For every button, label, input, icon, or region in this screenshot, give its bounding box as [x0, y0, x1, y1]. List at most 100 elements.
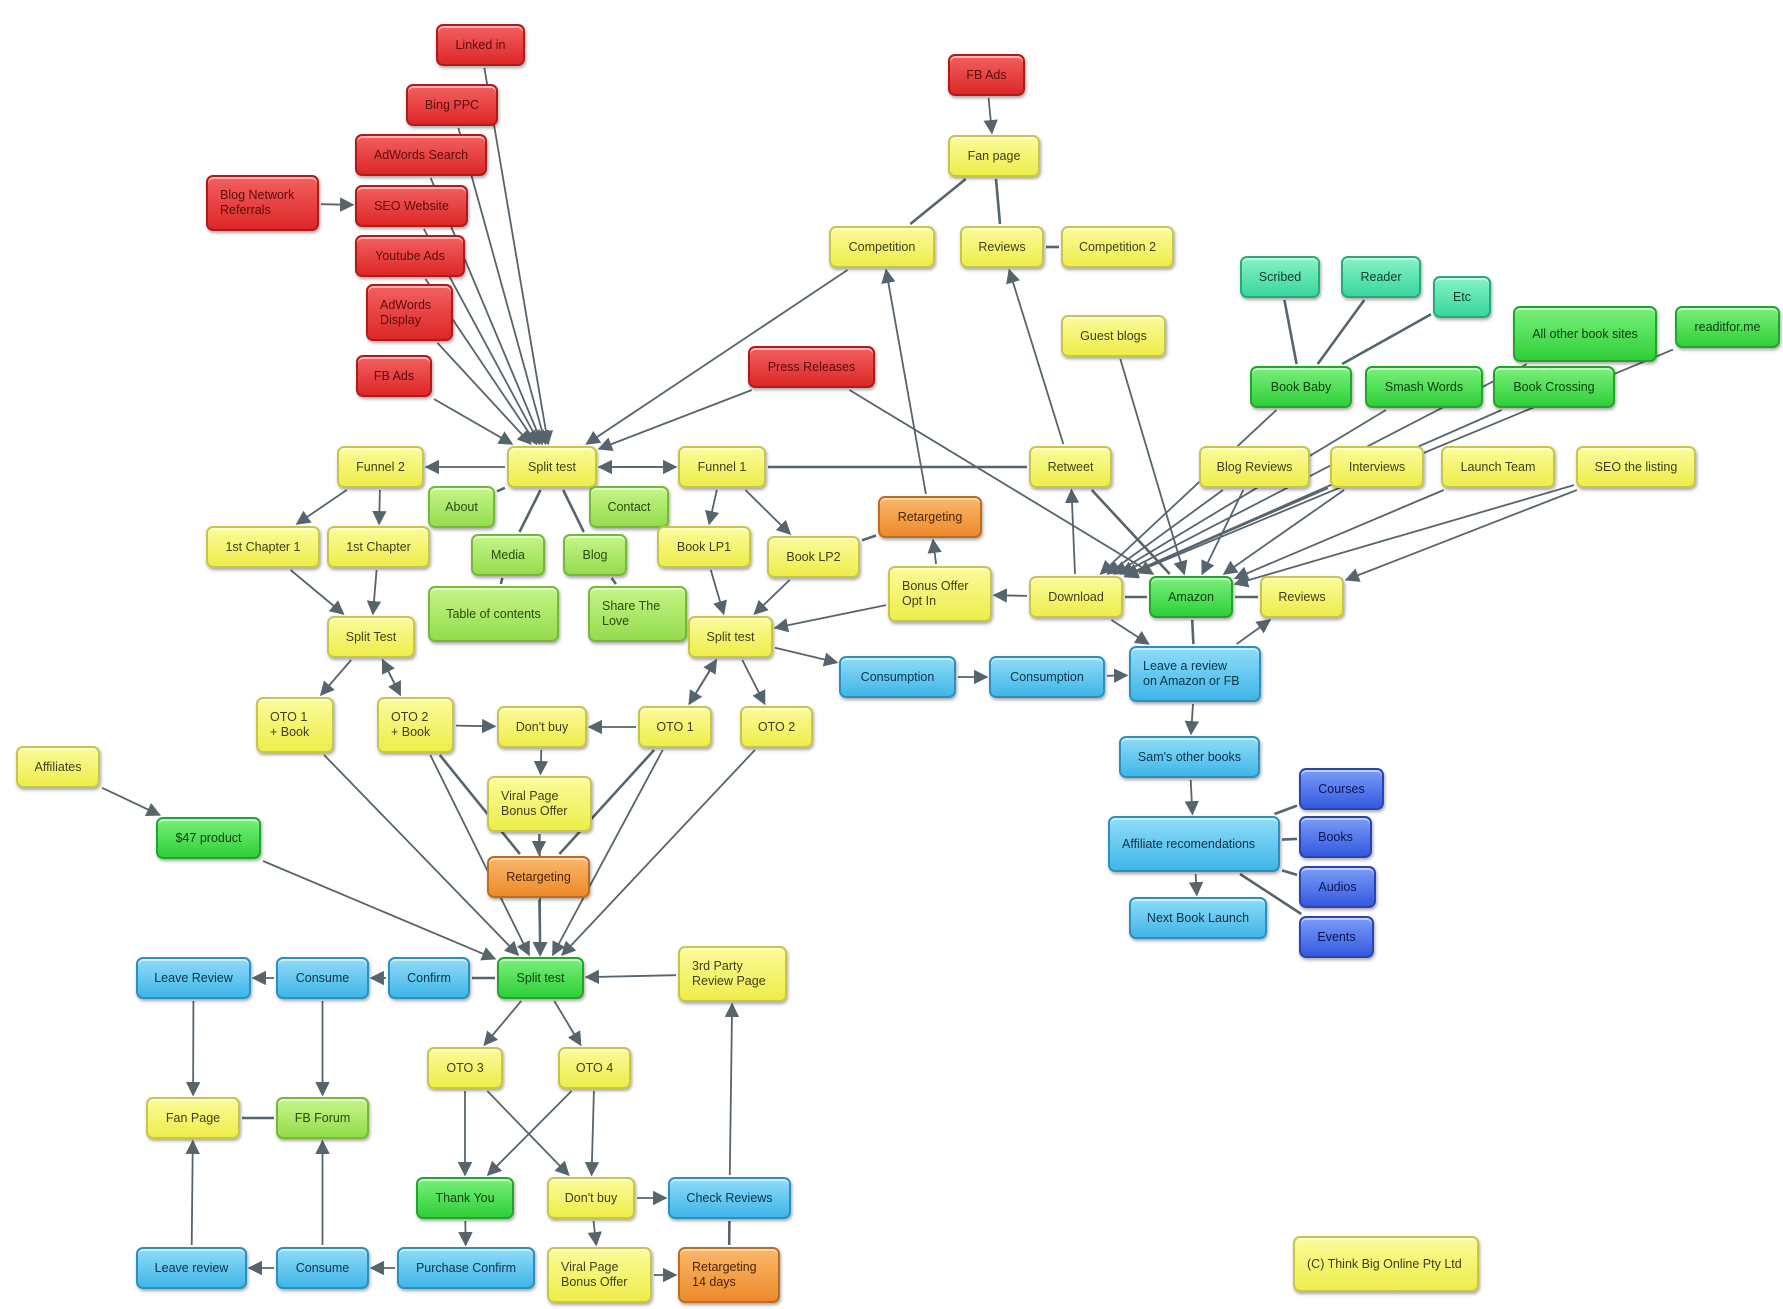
node-split-left[interactable]: Split Test: [327, 616, 415, 658]
node-adwords-display[interactable]: AdWords Display: [366, 284, 453, 341]
node-thank-you[interactable]: Thank You: [416, 1177, 514, 1219]
node-reader[interactable]: Reader: [1341, 256, 1421, 298]
node-oto2[interactable]: OTO 2: [740, 706, 813, 748]
node-audios[interactable]: Audios: [1299, 866, 1376, 908]
edge-retweet-to-amazon: [1090, 489, 1171, 575]
node-retargeting-top[interactable]: Retargeting: [878, 496, 982, 538]
edge-seo_listing-to-reviews_right: [1344, 489, 1578, 582]
node-blog-network[interactable]: Blog Network Referrals: [206, 175, 319, 231]
node-table-contents[interactable]: Table of contents: [428, 586, 559, 642]
node-retargeting-14[interactable]: Retargeting 14 days: [678, 1247, 780, 1303]
node-book-baby[interactable]: Book Baby: [1250, 366, 1352, 408]
node-fan-page-top[interactable]: Fan page: [948, 135, 1040, 177]
node-blog-reviews[interactable]: Blog Reviews: [1199, 446, 1310, 488]
node-fbads-left[interactable]: FB Ads: [356, 355, 432, 397]
node-dont-buy-top[interactable]: Don't buy: [497, 706, 587, 748]
node-consume-bottom[interactable]: Consume: [276, 1247, 369, 1289]
node-interviews[interactable]: Interviews: [1330, 446, 1424, 488]
node-label: Audios: [1318, 879, 1357, 894]
node-bonus-offer[interactable]: Bonus Offer Opt In: [888, 566, 992, 622]
node-scribed[interactable]: Scribed: [1240, 256, 1320, 298]
node-book-lp2[interactable]: Book LP2: [767, 536, 860, 578]
node-label: Courses: [1318, 781, 1365, 796]
node-retweet[interactable]: Retweet: [1029, 446, 1112, 488]
node-oto2-book[interactable]: OTO 2 + Book: [377, 697, 454, 753]
node-oto1[interactable]: OTO 1: [638, 706, 712, 748]
node-funnel2[interactable]: Funnel 2: [337, 446, 424, 488]
node-all-other-book-sites[interactable]: All other book sites: [1513, 306, 1657, 362]
node-third-party[interactable]: 3rd Party Review Page: [678, 946, 787, 1002]
node-affiliates[interactable]: Affiliates: [16, 746, 100, 788]
node-split-bottom[interactable]: Split test: [497, 957, 584, 999]
node-label: Press Releases: [767, 359, 856, 374]
node-blog[interactable]: Blog: [563, 534, 627, 576]
node-press-releases[interactable]: Press Releases: [748, 346, 875, 388]
node-label: Contact: [607, 499, 651, 514]
node-split-top[interactable]: Split test: [507, 446, 597, 488]
node-confirm[interactable]: Confirm: [388, 957, 470, 999]
node-etc[interactable]: Etc: [1433, 276, 1491, 318]
node-media[interactable]: Media: [471, 534, 545, 576]
node-competition[interactable]: Competition: [829, 226, 935, 268]
node-oto4[interactable]: OTO 4: [558, 1047, 631, 1089]
node-share-love[interactable]: Share The Love: [588, 586, 687, 642]
node-about[interactable]: About: [428, 486, 495, 528]
node-events[interactable]: Events: [1299, 916, 1374, 958]
node-books[interactable]: Books: [1299, 816, 1372, 858]
node-purchase-confirm[interactable]: Purchase Confirm: [397, 1247, 535, 1289]
node-fb-forum[interactable]: FB Forum: [276, 1097, 369, 1139]
node-copyright[interactable]: (C) Think Big Online Pty Ltd: [1293, 1236, 1479, 1292]
edge-smash_words-to-download: [1112, 409, 1387, 575]
node-leave-review-top[interactable]: Leave Review: [136, 957, 251, 999]
node-fan-page-bottom[interactable]: Fan Page: [146, 1097, 240, 1139]
edge-download-to-retweet: [1064, 488, 1080, 575]
node-seo-website[interactable]: SEO Website: [355, 185, 468, 227]
node-bingppc[interactable]: Bing PPC: [406, 84, 498, 126]
node-label: OTO 1 + Book: [270, 710, 310, 739]
node-next-book-launch[interactable]: Next Book Launch: [1129, 897, 1267, 939]
node-download[interactable]: Download: [1029, 576, 1123, 618]
node-youtube-ads[interactable]: Youtube Ads: [355, 235, 465, 277]
node-viral-page-top[interactable]: Viral Page Bonus Offer: [487, 776, 592, 832]
node-launch-team[interactable]: Launch Team: [1441, 446, 1555, 488]
node-oto1-book[interactable]: OTO 1 + Book: [256, 697, 334, 753]
node-chapter1b[interactable]: 1st Chapter: [327, 526, 430, 568]
node-sams-other-books[interactable]: Sam's other books: [1119, 736, 1260, 778]
edge-competition-to-split_top: [585, 269, 848, 445]
node-label: Check Reviews: [686, 1190, 773, 1205]
node-seo-listing[interactable]: SEO the listing: [1576, 446, 1696, 488]
node-retargeting-mid[interactable]: Retargeting: [487, 856, 590, 898]
node-funnel1[interactable]: Funnel 1: [678, 446, 766, 488]
node-product47[interactable]: $47 product: [156, 817, 261, 859]
node-leave-review-amazon[interactable]: Leave a review on Amazon or FB: [1129, 646, 1261, 702]
node-competition2[interactable]: Competition 2: [1061, 226, 1174, 268]
node-fbads-top[interactable]: FB Ads: [948, 54, 1025, 96]
node-split-mid[interactable]: Split test: [688, 616, 773, 658]
node-reviews-right[interactable]: Reviews: [1260, 576, 1344, 618]
node-courses[interactable]: Courses: [1299, 768, 1384, 810]
node-label: SEO the listing: [1594, 459, 1678, 474]
node-contact[interactable]: Contact: [589, 486, 669, 528]
node-chapter1a[interactable]: 1st Chapter 1: [206, 526, 320, 568]
node-consume-top[interactable]: Consume: [276, 957, 369, 999]
node-leave-review-bottom[interactable]: Leave review: [136, 1247, 247, 1289]
edge-split_bottom-to-oto3: [483, 1000, 522, 1047]
node-book-lp1[interactable]: Book LP1: [657, 526, 751, 568]
node-dont-buy-bottom[interactable]: Don't buy: [547, 1177, 635, 1219]
node-linkedin[interactable]: Linked in: [436, 24, 525, 66]
node-affiliate-recs[interactable]: Affiliate recomendations: [1108, 816, 1280, 872]
node-adwords-search[interactable]: AdWords Search: [355, 134, 487, 176]
node-guest-blogs[interactable]: Guest blogs: [1061, 315, 1166, 357]
node-oto3[interactable]: OTO 3: [427, 1047, 503, 1089]
node-book-crossing[interactable]: Book Crossing: [1493, 366, 1615, 408]
edge-dont_buy_bottom-to-viral_page_bottom: [587, 1220, 602, 1247]
node-viral-page-bottom[interactable]: Viral Page Bonus Offer: [547, 1247, 652, 1303]
node-reviews-top[interactable]: Reviews: [960, 226, 1044, 268]
edge-blog_reviews-to-amazon: [1201, 489, 1245, 576]
node-consumption2[interactable]: Consumption: [989, 656, 1105, 698]
node-readitfor[interactable]: readitfor.me: [1675, 306, 1780, 348]
node-smash-words[interactable]: Smash Words: [1365, 366, 1483, 408]
node-consumption1[interactable]: Consumption: [839, 656, 956, 698]
node-check-reviews[interactable]: Check Reviews: [668, 1177, 791, 1219]
node-amazon[interactable]: Amazon: [1149, 576, 1233, 618]
